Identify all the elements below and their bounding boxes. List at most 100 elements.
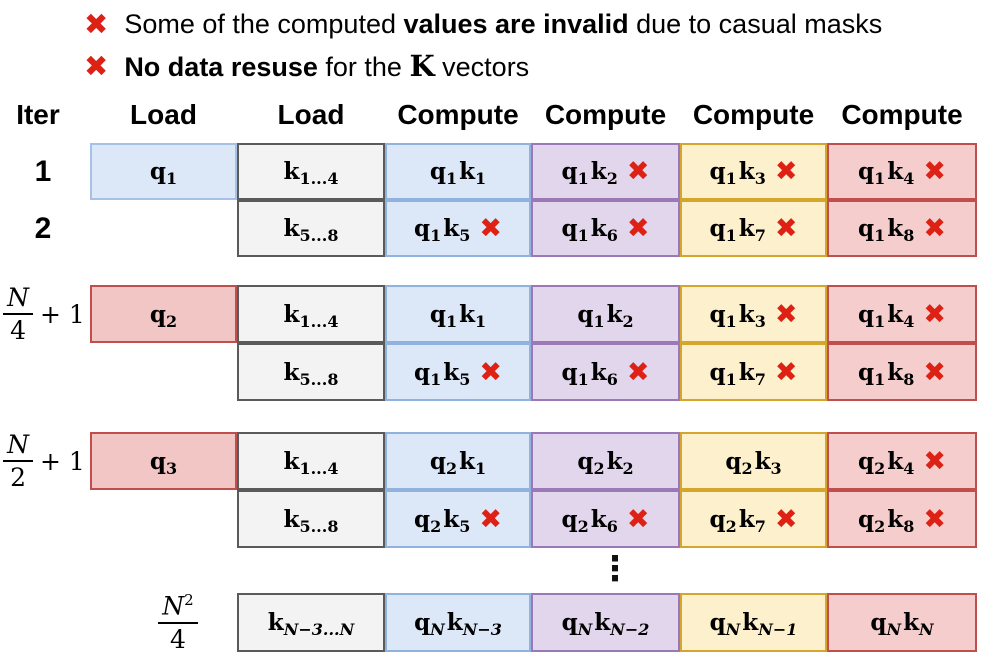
math-term: kN−3: [447, 609, 502, 638]
math-subscript: 1: [475, 311, 487, 331]
cell-label: q2k2: [577, 447, 633, 477]
math-subscript: N: [919, 620, 934, 639]
math-term: k5...8: [284, 359, 339, 388]
compute-cell: qNkN: [827, 593, 977, 652]
invalid-x-icon: ✖: [479, 213, 502, 244]
math-base: k: [742, 609, 759, 636]
invalid-x-icon: ✖: [774, 503, 798, 535]
header-iter: Iter: [16, 99, 60, 130]
math-term: q1: [429, 158, 457, 187]
cell-label: k1...4: [284, 303, 339, 330]
compute-cell: q1k5✖: [385, 200, 531, 257]
note-text-segment: Some of the computed: [124, 8, 404, 39]
math-term: kN: [903, 609, 934, 639]
math-term: k1...4: [284, 448, 339, 477]
compute-cell: q1k2✖: [531, 143, 680, 200]
load-k-cell: kN−3...N: [237, 593, 385, 652]
math-subscript: 6: [606, 226, 618, 245]
math-subscript: 8: [903, 369, 915, 389]
math-term: qN: [870, 609, 901, 638]
compute-cell: q1k1: [385, 285, 531, 343]
math-term: q1: [710, 215, 737, 244]
math-term: k7: [739, 215, 766, 245]
math-subscript: 7: [754, 516, 766, 536]
cell-label: q1k5: [414, 361, 470, 388]
math-term: qN: [414, 609, 445, 638]
math-subscript: 7: [754, 226, 766, 245]
cell-label: q1k1: [429, 158, 486, 187]
math-term: q1: [710, 359, 737, 388]
invalid-x-icon: ✖: [923, 298, 946, 330]
math-base: k: [590, 358, 607, 386]
math-subscript: 5...8: [299, 516, 339, 536]
math-base: q: [725, 447, 742, 475]
compute-cell: q1k6 ✖: [531, 200, 680, 257]
invalid-x-icon: ✖: [923, 503, 946, 535]
fraction-suffix: + 1: [40, 446, 85, 476]
math-base: k: [887, 505, 904, 533]
cell-label: q2k4: [858, 450, 914, 477]
fraction-bar: [3, 460, 34, 462]
invalid-x-icon: ✖: [479, 503, 502, 535]
math-subscript: 6: [606, 516, 618, 536]
math-base: k: [590, 215, 607, 242]
math-term: kN−2: [594, 609, 649, 638]
cell-label: qNkN−2: [562, 609, 650, 638]
math-subscript: 1: [430, 369, 442, 389]
math-base: k: [283, 505, 300, 533]
math-term: k7: [739, 359, 766, 388]
math-subscript: N: [725, 620, 741, 639]
math-term: q2: [562, 506, 589, 535]
math-base: k: [887, 215, 904, 242]
math-subscript: 2: [430, 516, 442, 536]
math-base: q: [577, 447, 594, 475]
math-base: q: [709, 505, 726, 533]
math-term: k3: [738, 300, 766, 330]
cell-label: q1k8: [858, 215, 914, 244]
invalid-x-icon: ✖: [626, 213, 650, 244]
math-term: k1: [459, 448, 486, 477]
math-term: q1: [710, 301, 737, 330]
note-text-segment: for the: [317, 51, 410, 82]
math-subscript: 1: [874, 169, 886, 188]
math-base: q: [858, 358, 875, 386]
math-subscript: 1: [874, 369, 886, 389]
math-base: k: [887, 300, 904, 328]
header-compute-3: Compute: [692, 99, 815, 130]
math-term: q3: [150, 448, 177, 477]
math-base: k: [738, 300, 755, 328]
math-term: q2: [709, 505, 737, 535]
cell-label: k5...8: [284, 217, 339, 244]
math-base: q: [561, 158, 578, 185]
invalid-x-icon: ✖: [923, 356, 946, 388]
math-term: q1: [561, 215, 589, 244]
math-subscript: 3: [770, 458, 782, 478]
math-base: q: [870, 609, 887, 636]
math-term: q1: [562, 359, 589, 388]
math-base: k: [606, 300, 623, 328]
header-compute-1: Compute: [397, 99, 519, 130]
math-base: q: [414, 609, 431, 636]
math-base: q: [149, 158, 166, 185]
math-term: q2: [429, 447, 457, 477]
load-k-cell: k1...4: [237, 285, 385, 343]
compute-cell: q1k1: [385, 143, 531, 200]
math-base: q: [561, 215, 578, 242]
math-base: k: [887, 158, 904, 185]
math-base: q: [429, 447, 446, 475]
compute-cell: q1k2: [531, 285, 680, 343]
note-line-invalid-values: ✖ Some of the computed values are invali…: [84, 6, 882, 42]
math-subscript: 5: [459, 226, 471, 245]
math-subscript: 1: [165, 169, 178, 188]
math-base: k: [283, 158, 300, 185]
math-term: q1: [710, 158, 737, 187]
math-subscript: 5...8: [299, 226, 339, 245]
math-subscript: 6: [606, 369, 618, 389]
math-base: q: [429, 158, 446, 185]
math-subscript: 2: [165, 311, 178, 331]
compute-cell: q1k3✖: [680, 143, 827, 200]
math-base: k: [443, 505, 460, 533]
load-k-cell: k1...4: [237, 143, 385, 200]
